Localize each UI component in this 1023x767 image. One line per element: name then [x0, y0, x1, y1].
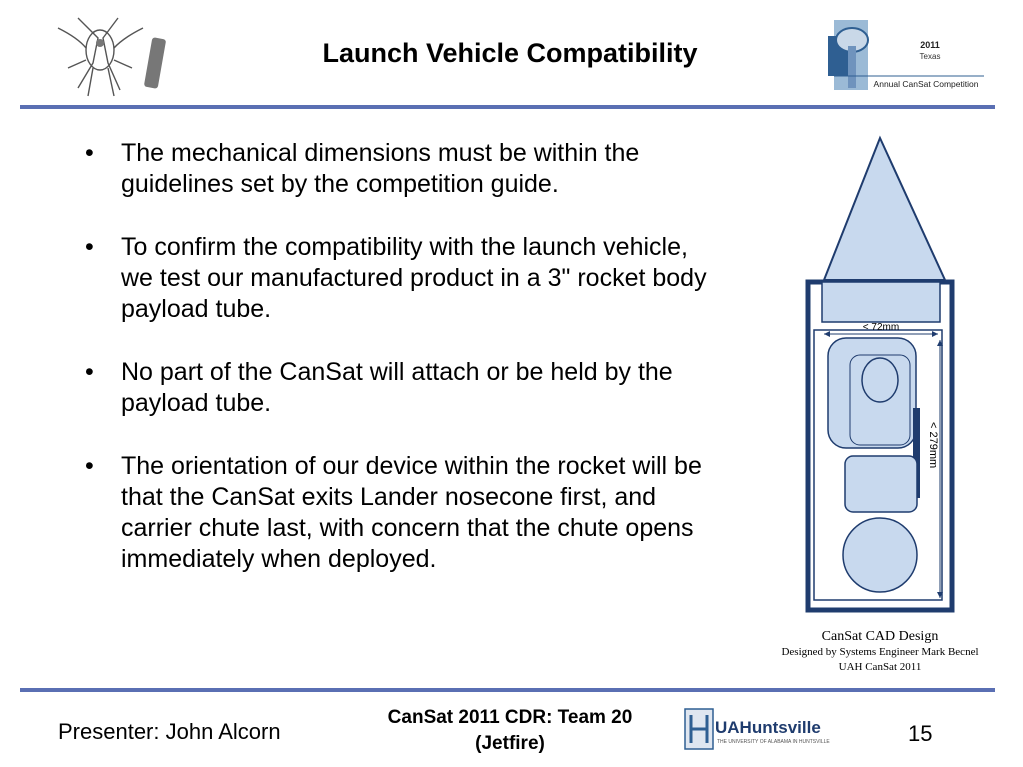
footer-center: CanSat 2011 CDR: Team 20 (Jetfire)	[355, 705, 665, 757]
page-number: 15	[908, 721, 933, 746]
electronics-board	[913, 408, 920, 498]
bullet-list: The mechanical dimensions must be within…	[85, 138, 715, 607]
uah-logo-subtext: THE UNIVERSITY OF ALABAMA IN HUNTSVILLE	[717, 739, 830, 745]
header-rule	[20, 105, 995, 109]
bullet-item: No part of the CanSat will attach or be …	[85, 357, 715, 419]
slide-title: Launch Vehicle Compatibility	[322, 38, 698, 68]
uah-logo: UAHuntsville THE UNIVERSITY OF ALABAMA I…	[684, 708, 830, 750]
caption-designer: Designed by Systems Engineer Mark Becnel	[781, 646, 979, 658]
team-logo-icon	[57, 17, 166, 97]
uah-logo-text: UAHuntsville	[715, 718, 821, 737]
footer-rule	[20, 688, 995, 692]
bullet-item: To confirm the compatibility with the la…	[85, 232, 715, 325]
logo-year: 2011	[920, 40, 940, 50]
lander-window	[861, 357, 899, 403]
logo-name: Annual CanSat Competition	[874, 79, 979, 89]
bullet-item: The mechanical dimensions must be within…	[85, 138, 715, 200]
bullet-item: The orientation of our device within the…	[85, 451, 715, 575]
cansat-cad-diagram: < 72mm < 279mm	[805, 135, 955, 613]
diagram-caption: CanSat CAD Design Designed by Systems En…	[755, 628, 1005, 675]
carrier-box	[844, 455, 918, 513]
logo-place: Texas	[920, 52, 941, 61]
height-label: < 279mm	[927, 422, 939, 468]
competition-logo: 2011 Texas Annual CanSat Competition	[828, 20, 984, 90]
chute	[842, 517, 918, 593]
nosecone	[822, 135, 947, 281]
width-label: < 72mm	[863, 322, 899, 333]
footer-presenter: Presenter: John Alcorn	[58, 719, 281, 744]
inner-rails	[813, 329, 943, 601]
footer-team: (Jetfire)	[475, 733, 545, 754]
footer-title: CanSat 2011 CDR: Team 20	[387, 707, 633, 728]
caption-org: UAH CanSat 2011	[838, 661, 922, 673]
caption-title: CanSat CAD Design	[821, 629, 939, 644]
lander-frame	[849, 354, 911, 446]
upper-bay	[821, 281, 941, 323]
